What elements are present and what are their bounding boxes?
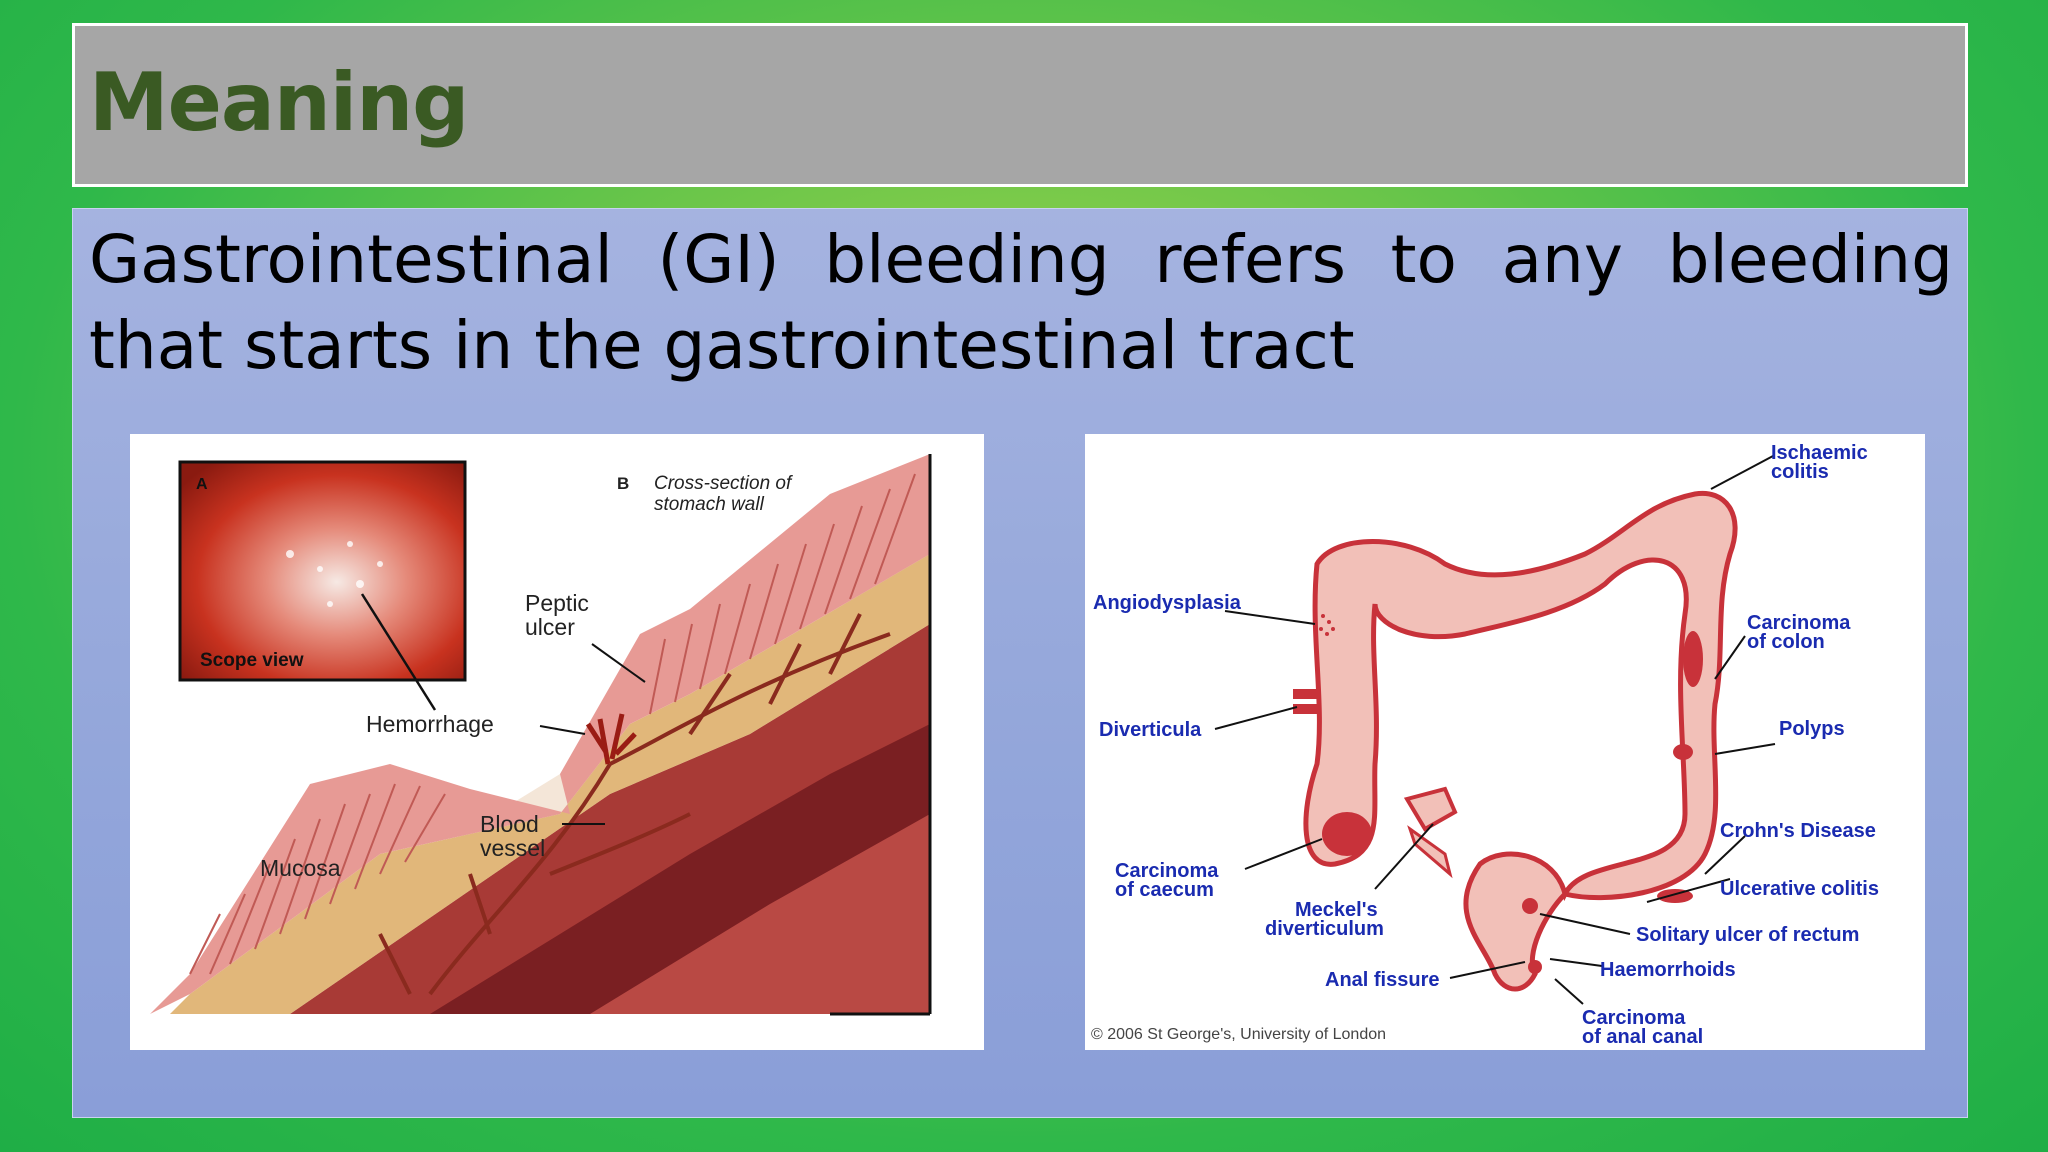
caecum-carcinoma-line1: Carcinoma	[1115, 860, 1219, 882]
solitary-ulcer-mark	[1522, 898, 1538, 914]
carcinoma-colon-mark	[1683, 631, 1703, 687]
hemorrhage-pointer	[539, 725, 586, 735]
peptic-ulcer-pointer	[591, 643, 646, 683]
anal-canal-line1: Carcinoma	[1582, 1007, 1686, 1029]
caecum-carcinoma-line2: of caecum	[1115, 879, 1214, 901]
meckels-label-line1: Meckel's	[1295, 899, 1378, 921]
outer-muscle-layer	[590, 814, 930, 1014]
polyp-mark	[1673, 744, 1693, 760]
anal-canal-line2: of anal canal	[1582, 1026, 1703, 1048]
colon-shape	[1303, 490, 1738, 992]
title-bar: Meaning	[72, 23, 1968, 187]
definition-text: Gastrointestinal (GI) bleeding refers to…	[89, 221, 1953, 384]
peptic-ulcer-line1: Peptic	[525, 590, 589, 616]
crohns-label: Crohn's Disease	[1720, 820, 1876, 842]
carcinoma-colon-line1: Carcinoma	[1747, 612, 1851, 634]
anal-fissure-label: Anal fissure	[1325, 969, 1439, 991]
hemorrhage-marks	[585, 713, 637, 765]
hemorrhage-label: Hemorrhage	[366, 711, 494, 737]
slide-title: Meaning	[89, 56, 469, 149]
haemorrhoid-mark	[1528, 960, 1542, 974]
angiodysplasia-dots	[1319, 614, 1335, 636]
peptic-ulcer-line2: ulcer	[525, 614, 575, 640]
meckels-label-line2: diverticulum	[1265, 918, 1384, 940]
ulcerative-colitis-label: Ulcerative colitis	[1720, 878, 1879, 900]
label-a: A	[196, 476, 208, 493]
meckels-shape	[1407, 825, 1453, 879]
haemorrhoids-label: Haemorrhoids	[1600, 959, 1736, 981]
submucosa	[170, 554, 930, 1014]
solitary-ulcer-label: Solitary ulcer of rectum	[1636, 924, 1859, 946]
ischaemic-label-line1: Ischaemic	[1771, 442, 1868, 464]
ischaemic-label-line2: colitis	[1771, 461, 1829, 483]
angiodysplasia-label: Angiodysplasia	[1093, 592, 1242, 614]
pointer-lines	[1214, 455, 1776, 1005]
polyps-label: Polyps	[1779, 718, 1845, 740]
stomach-wall-figure: A Scope view B Cross-section of stomach …	[130, 434, 984, 1050]
blood-vessel-line1: Blood	[480, 811, 539, 837]
mucosa-ridges	[189, 473, 916, 975]
blood-vessel-line2: vessel	[480, 835, 545, 861]
mucosa-label: Mucosa	[260, 855, 341, 881]
cross-section-line2: stomach wall	[654, 494, 765, 515]
cross-section-line1: Cross-section of	[654, 473, 793, 494]
colon-figure: Ischaemic colitis Angiodysplasia Carcino…	[1085, 434, 1925, 1050]
label-b: B	[617, 474, 629, 493]
content-panel: Gastrointestinal (GI) bleeding refers to…	[72, 208, 1968, 1118]
diverticula-label: Diverticula	[1099, 719, 1202, 741]
blood-vessels	[378, 613, 891, 996]
scope-view-label: Scope view	[200, 650, 304, 671]
copyright-text: © 2006 St George's, University of London	[1091, 1026, 1386, 1043]
stomach-wall-illustration: A Scope view B Cross-section of stomach …	[150, 454, 932, 1016]
carcinoma-colon-line2: of colon	[1747, 631, 1825, 653]
caecum-carcinoma-mark	[1322, 812, 1372, 856]
scope-view-inset	[178, 460, 467, 682]
appendix-shape	[1403, 786, 1458, 832]
mucosa-layer	[150, 454, 930, 1014]
colon-diagram: Ischaemic colitis Angiodysplasia Carcino…	[1091, 442, 1879, 1048]
scope-pointer	[360, 593, 437, 711]
diverticula-mark	[1293, 689, 1318, 699]
